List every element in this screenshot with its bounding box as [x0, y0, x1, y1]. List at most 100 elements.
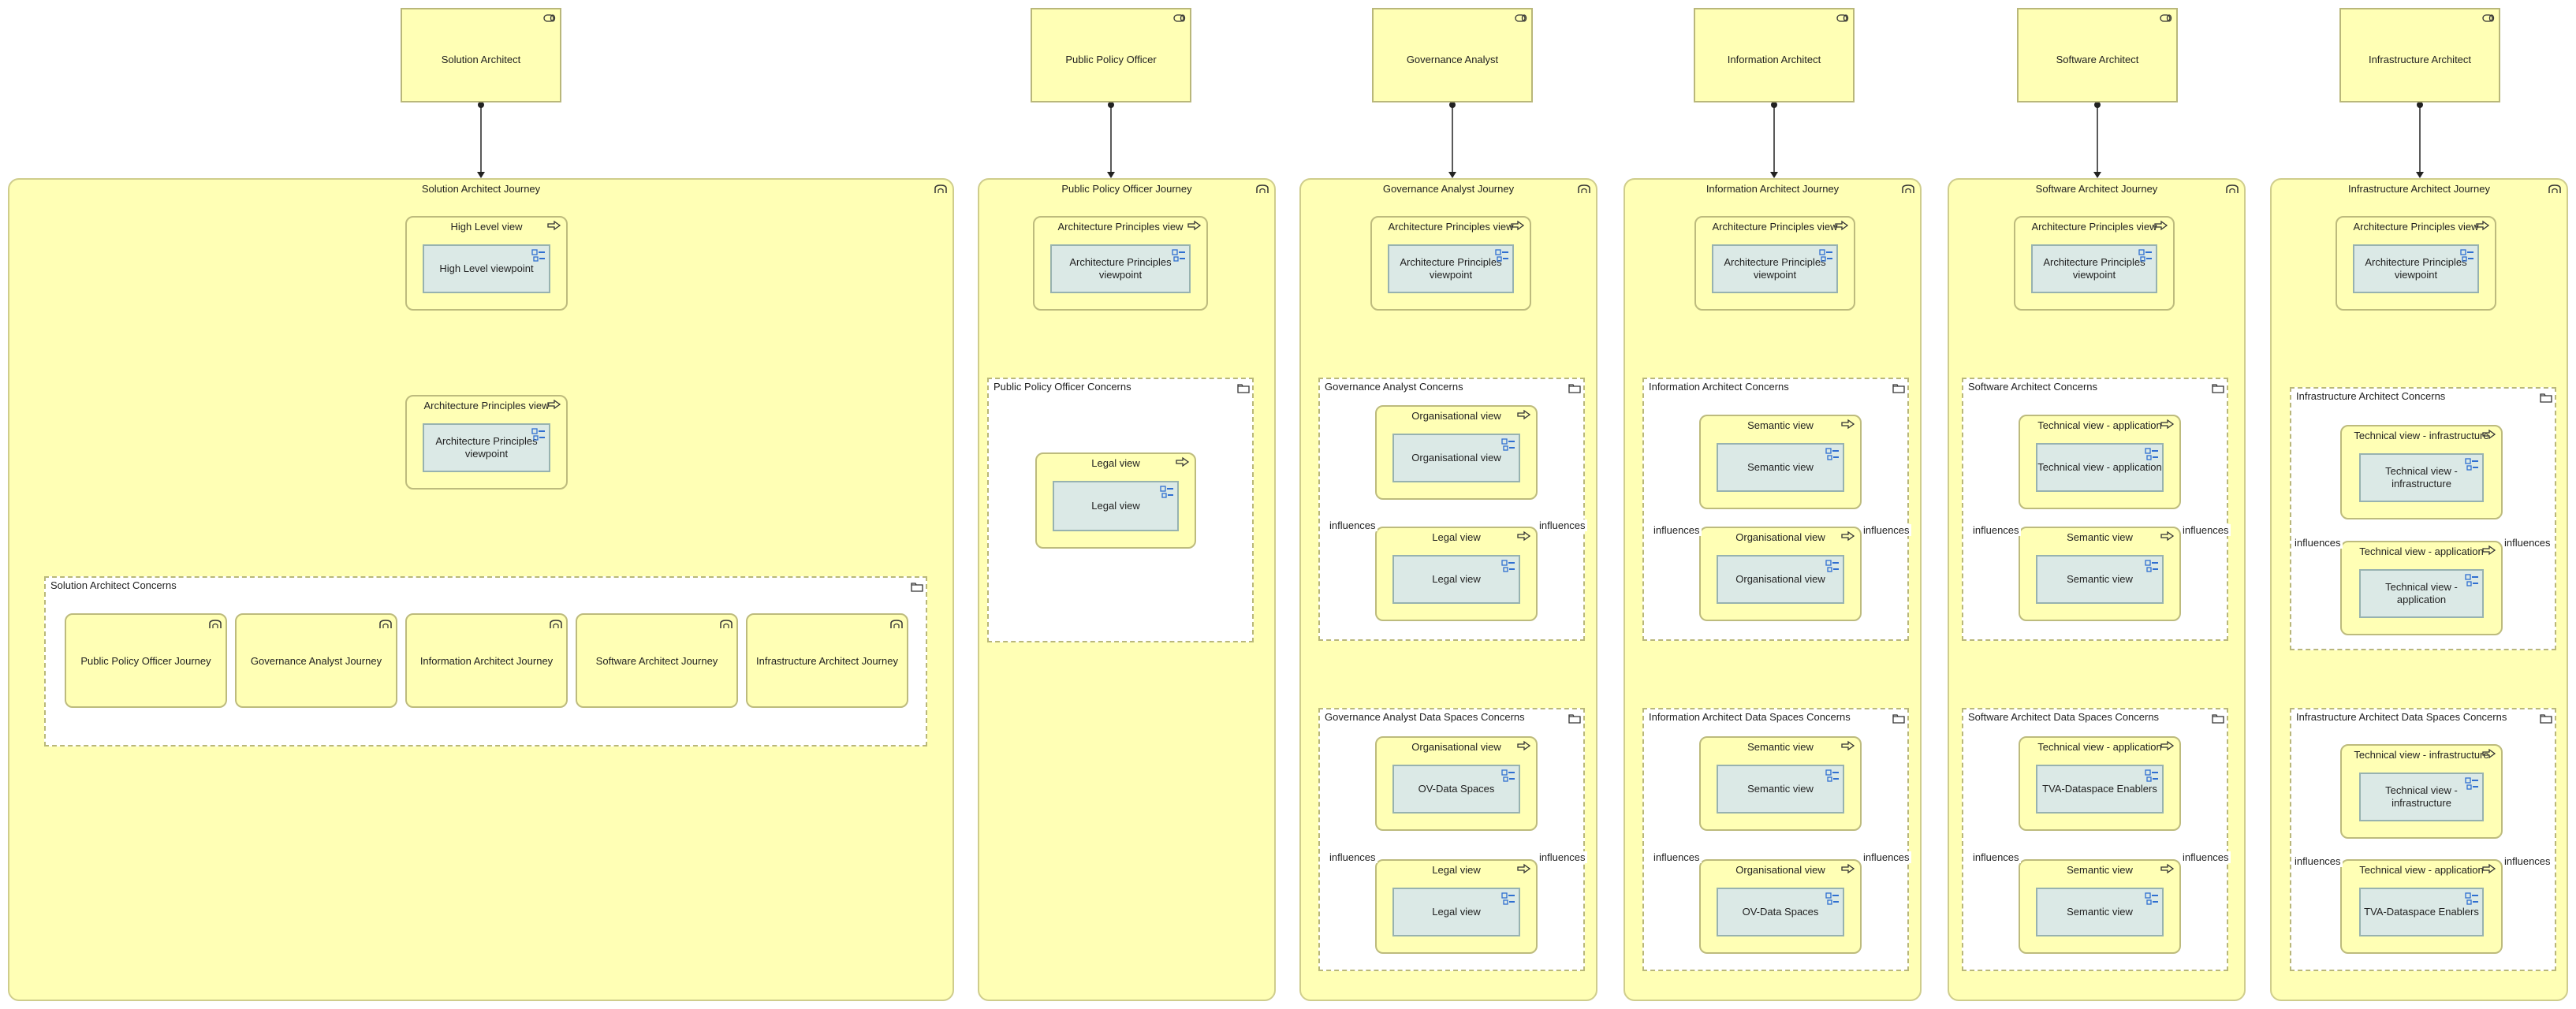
- view-title: Technical view - application: [2359, 545, 2484, 557]
- actor-role[interactable]: Software Architect: [2017, 8, 2178, 102]
- viewpoint[interactable]: Architecture Principles viewpoint: [2031, 244, 2157, 293]
- view-arrow-icon: [2482, 545, 2496, 556]
- view-arrow-icon: [1841, 419, 1855, 430]
- journey-reference[interactable]: Information Architect Journey: [405, 613, 568, 708]
- viewpoint[interactable]: High Level viewpoint: [423, 244, 550, 293]
- viewpoint[interactable]: Semantic view: [1717, 443, 1844, 492]
- actor-role[interactable]: Information Architect: [1694, 8, 1855, 102]
- folder-icon: [2540, 714, 2552, 724]
- viewpoint-icon: [1825, 560, 1839, 572]
- viewpoint[interactable]: OV-Data Spaces: [1392, 765, 1520, 814]
- view-title: Architecture Principles view: [2353, 221, 2479, 233]
- viewpoint-icon: [2460, 249, 2473, 262]
- actor-label: Governance Analyst: [1406, 54, 1499, 65]
- viewpoint[interactable]: Technical view - infrastructure: [2359, 453, 2484, 502]
- viewpoint-label: Semantic view: [1747, 783, 1814, 795]
- view-arrow-icon: [1841, 531, 1855, 542]
- folder-icon: [1568, 714, 1581, 724]
- relation-label: influences: [2503, 536, 2552, 549]
- viewpoint[interactable]: Technical view - application: [2359, 569, 2484, 618]
- viewpoint[interactable]: Technical view - application: [2036, 443, 2164, 492]
- viewpoint[interactable]: Architecture Principles viewpoint: [1050, 244, 1191, 293]
- journey-reference[interactable]: Infrastructure Architect Journey: [746, 613, 908, 708]
- viewpoint[interactable]: Architecture Principles viewpoint: [1712, 244, 1838, 293]
- journey-reference[interactable]: Software Architect Journey: [576, 613, 738, 708]
- viewpoint[interactable]: Legal view: [1053, 481, 1179, 531]
- relation-label: influences: [2181, 851, 2231, 863]
- viewpoint-icon: [2465, 574, 2478, 586]
- viewpoint[interactable]: Semantic view: [2036, 555, 2164, 604]
- viewpoint-icon: [2145, 448, 2158, 460]
- actor-role[interactable]: Solution Architect: [401, 8, 561, 102]
- journey-reference-label: Governance Analyst Journey: [250, 654, 382, 667]
- viewpoint[interactable]: Technical view - infrastructure: [2359, 773, 2484, 821]
- view-title: Architecture Principles view: [1057, 221, 1184, 233]
- view-arrow-icon: [2160, 531, 2175, 542]
- relation-label: influences: [1328, 851, 1377, 863]
- viewpoint-label: Semantic view: [2067, 906, 2133, 918]
- folder-icon: [1892, 714, 1905, 724]
- journey-reference[interactable]: Public Policy Officer Journey: [65, 613, 227, 708]
- viewpoint[interactable]: Semantic view: [2036, 888, 2164, 936]
- view-arrow-icon: [1517, 863, 1531, 874]
- viewpoint[interactable]: Organisational view: [1717, 555, 1844, 604]
- viewpoint-icon: [1825, 448, 1839, 460]
- view-arrow-icon: [1841, 740, 1855, 751]
- viewpoint-icon: [1495, 249, 1508, 262]
- viewpoint[interactable]: OV-Data Spaces: [1717, 888, 1844, 936]
- viewpoint[interactable]: Legal view: [1392, 555, 1520, 604]
- group-title: Information Architect Concerns: [1649, 381, 1789, 393]
- view-arrow-icon: [2482, 863, 2496, 874]
- viewpoint-label: Technical view - application: [2037, 461, 2162, 473]
- viewpoint[interactable]: Architecture Principles viewpoint: [423, 423, 550, 472]
- view-title: Legal view: [1432, 864, 1481, 876]
- journey-reference-label: Information Architect Journey: [419, 654, 554, 667]
- view-arrow-icon: [2160, 740, 2175, 751]
- folder-icon: [911, 583, 923, 592]
- viewpoint[interactable]: TVA-Dataspace Enablers: [2359, 888, 2484, 936]
- viewpoint[interactable]: Semantic view: [1717, 765, 1844, 814]
- viewpoint-label: TVA-Dataspace Enablers: [2364, 906, 2479, 918]
- group-title: Governance Analyst Data Spaces Concerns: [1325, 711, 1525, 723]
- arrow-head: [2093, 172, 2101, 178]
- group-title: Public Policy Officer Concerns: [993, 381, 1131, 393]
- viewpoint[interactable]: Organisational view: [1392, 434, 1520, 482]
- viewpoint[interactable]: TVA-Dataspace Enablers: [2036, 765, 2164, 814]
- actor-role[interactable]: Governance Analyst: [1372, 8, 1533, 102]
- viewpoint[interactable]: Architecture Principles viewpoint: [1388, 244, 1514, 293]
- association-dot: [2417, 102, 2423, 108]
- relation-label: influences: [2181, 524, 2231, 536]
- viewpoint[interactable]: Architecture Principles viewpoint: [2353, 244, 2479, 293]
- role-icon: [2160, 14, 2172, 22]
- viewpoint-label: Architecture Principles viewpoint: [2043, 256, 2145, 281]
- group-title: Information Architect Data Spaces Concer…: [1649, 711, 1851, 723]
- actor-role[interactable]: Public Policy Officer: [1031, 8, 1191, 102]
- actor-role[interactable]: Infrastructure Architect: [2339, 8, 2500, 102]
- journey-reference[interactable]: Governance Analyst Journey: [235, 613, 397, 708]
- viewpoint[interactable]: Legal view: [1392, 888, 1520, 936]
